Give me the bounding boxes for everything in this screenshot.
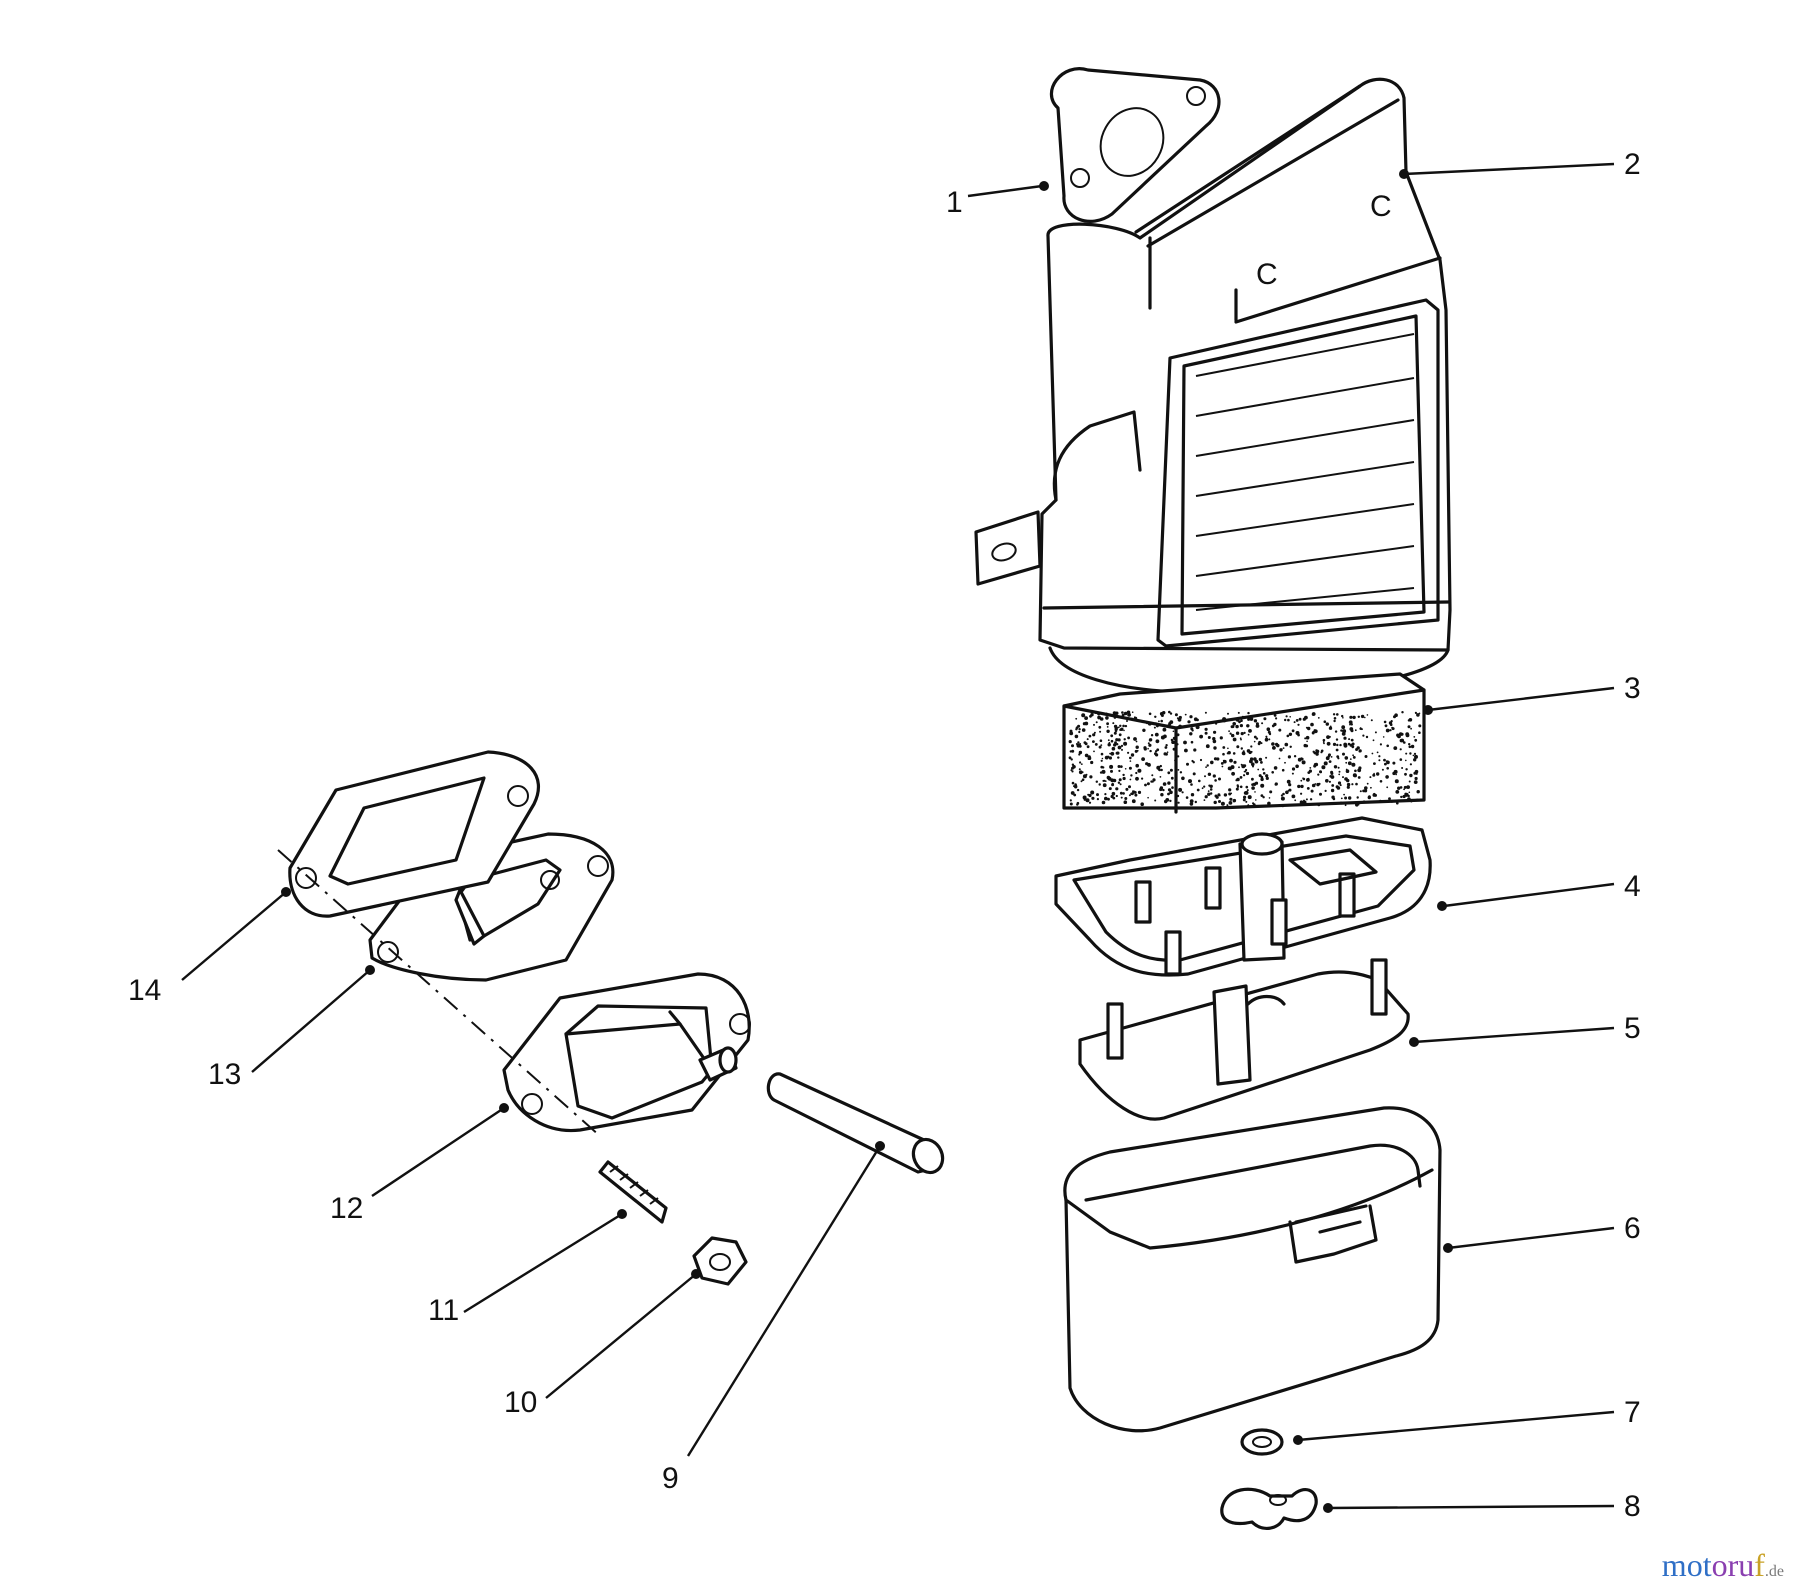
part-5-base-plate bbox=[1078, 958, 1410, 1121]
callout-2: 2 bbox=[1624, 148, 1641, 181]
svg-text:C: C bbox=[1256, 258, 1278, 291]
part-6-tray bbox=[1063, 1106, 1442, 1433]
watermark-part4: .de bbox=[1764, 1563, 1784, 1580]
callout-4: 4 bbox=[1624, 870, 1641, 903]
part-8-wing-nut bbox=[1220, 1487, 1318, 1530]
callout-11: 11 bbox=[428, 1294, 459, 1327]
svg-text:C: C bbox=[1370, 190, 1392, 223]
watermark-part3: f bbox=[1754, 1547, 1765, 1583]
leader-lines bbox=[181, 162, 1615, 1513]
callout-labels: 1 2 3 4 5 6 7 8 9 10 11 12 13 14 bbox=[128, 148, 1641, 1523]
part-2-cover: C C bbox=[974, 77, 1452, 694]
part-3-foam-element bbox=[1062, 672, 1426, 814]
callout-10: 10 bbox=[504, 1386, 537, 1419]
part-14-gasket bbox=[288, 750, 540, 918]
watermark-part2: oru bbox=[1711, 1547, 1755, 1583]
callout-1: 1 bbox=[946, 186, 963, 219]
part-7-washer bbox=[1240, 1428, 1284, 1456]
part-11-stud bbox=[598, 1160, 668, 1224]
watermark-part1: mot bbox=[1661, 1547, 1712, 1583]
part-1-gasket bbox=[1050, 67, 1221, 223]
motoruf-watermark-logo: motoruf.de bbox=[1662, 1547, 1784, 1584]
part-9-tube bbox=[766, 1072, 945, 1175]
part-4-base bbox=[1054, 816, 1432, 977]
callout-12: 12 bbox=[330, 1192, 363, 1225]
part-12-muffler bbox=[502, 972, 751, 1133]
callout-5: 5 bbox=[1624, 1012, 1641, 1045]
callout-13: 13 bbox=[208, 1058, 241, 1091]
callout-14: 14 bbox=[128, 974, 161, 1007]
callout-7: 7 bbox=[1624, 1396, 1641, 1429]
part-10-nut bbox=[692, 1236, 748, 1286]
callout-6: 6 bbox=[1624, 1212, 1641, 1245]
callout-8: 8 bbox=[1624, 1490, 1641, 1523]
foam-texture bbox=[1068, 710, 1422, 808]
callout-9: 9 bbox=[662, 1462, 679, 1495]
callout-3: 3 bbox=[1624, 672, 1641, 705]
